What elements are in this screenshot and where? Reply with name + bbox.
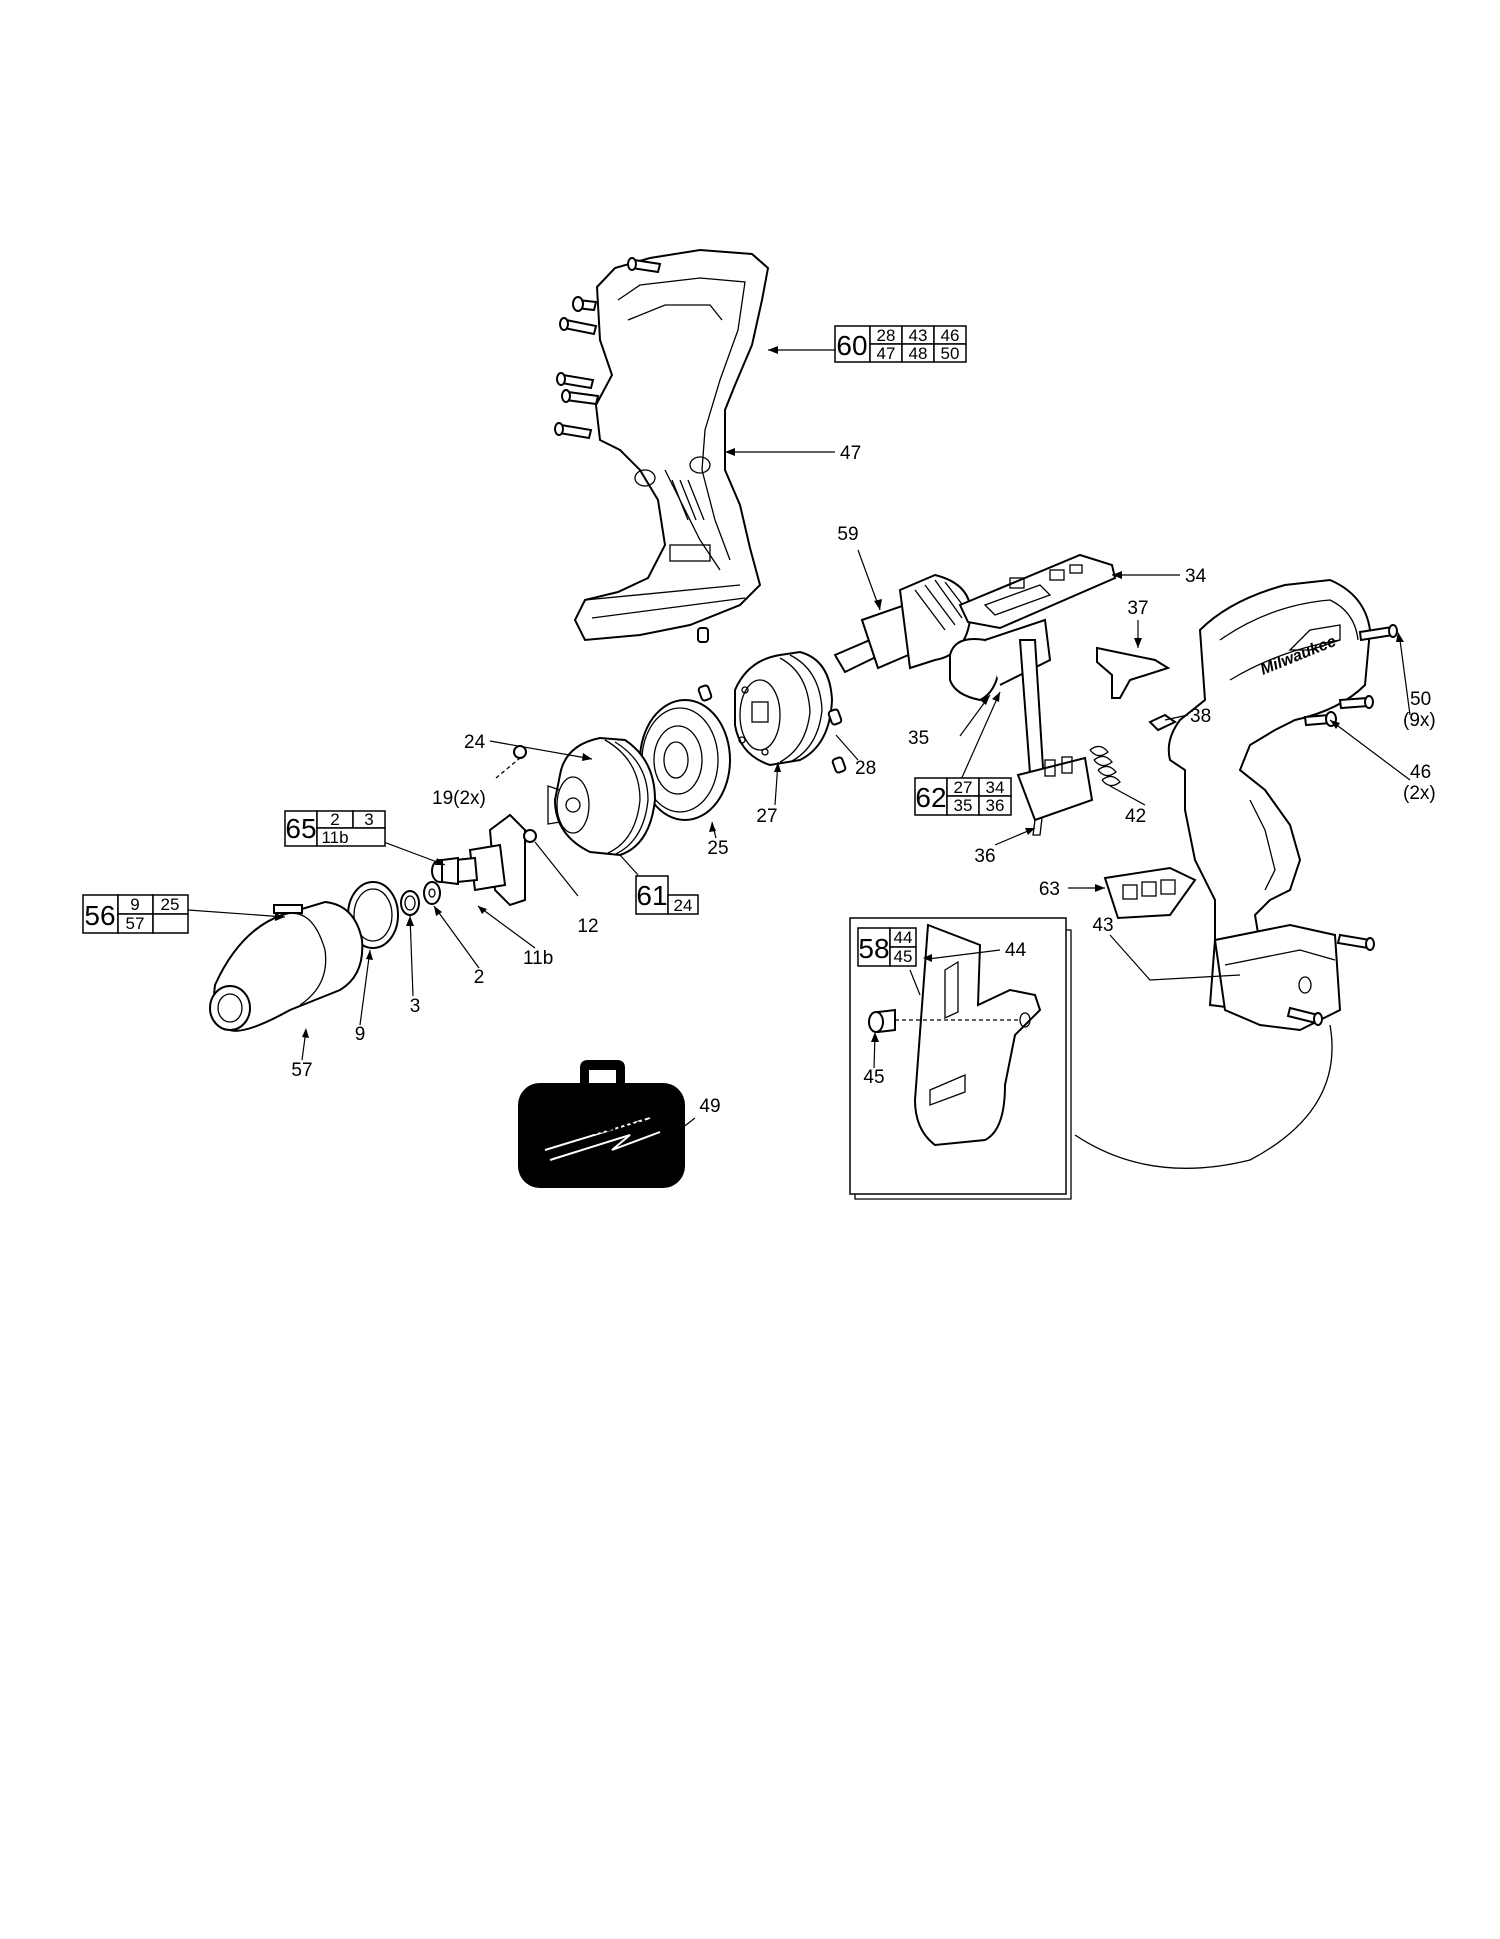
nose-cone-part [209, 900, 364, 1032]
carrying-case-part [518, 1060, 685, 1188]
label-62: 62 [915, 782, 946, 813]
label-9: 9 [355, 1024, 366, 1045]
hammer-part [547, 736, 657, 857]
label-19: 19(2x) [432, 788, 486, 809]
label-60: 60 [836, 330, 867, 361]
label-28: 28 [855, 758, 876, 779]
tool-screws-part [1286, 624, 1398, 1026]
fuel-gauge-part [1103, 866, 1197, 920]
label-65: 65 [285, 813, 316, 844]
label-27: 27 [756, 806, 777, 827]
label-58: 58 [858, 933, 889, 964]
label-60-sub: 47 [877, 344, 896, 363]
label-34: 34 [1185, 566, 1207, 587]
trigger-switch-part [949, 618, 1052, 801]
label-60-sub: 43 [909, 326, 928, 345]
label-62-sub: 35 [954, 796, 973, 815]
label-60-sub: 28 [877, 326, 896, 345]
label-35: 35 [908, 728, 929, 749]
clip-connector-line [1074, 1024, 1333, 1169]
assembled-tool-part [1167, 578, 1372, 1032]
anvil-part [431, 813, 526, 907]
label-57: 57 [291, 1060, 312, 1081]
label-38: 38 [1190, 706, 1211, 727]
spring-part [1089, 745, 1121, 787]
label-56-sub: 9 [130, 895, 139, 914]
label-46-qty: (2x) [1403, 783, 1436, 804]
label-60-sub: 50 [941, 344, 960, 363]
housing-screws-part [554, 257, 709, 643]
washers-part [400, 881, 441, 916]
label-56: 56 [84, 900, 115, 931]
steel-balls-part [495, 745, 537, 843]
label-45: 45 [863, 1067, 884, 1088]
switch-base-part [1016, 756, 1094, 836]
stator-part [734, 650, 834, 767]
label-61: 61 [636, 880, 667, 911]
label-12: 12 [577, 916, 598, 937]
label-60-sub: 48 [909, 344, 928, 363]
label-43: 43 [1092, 915, 1113, 936]
belt-clip-inset [849, 917, 1072, 1200]
label-50-qty: (9x) [1403, 710, 1436, 731]
part-labels: 60 28 43 46 47 48 50 47 59 34 37 50 (9x)… [82, 325, 1436, 1117]
label-65-sub: 2 [330, 810, 339, 829]
label-59: 59 [837, 524, 858, 545]
label-49: 49 [699, 1096, 720, 1117]
label-11b: 11b [523, 948, 553, 969]
label-60-sub: 46 [941, 326, 960, 345]
label-62-sub: 27 [954, 778, 973, 797]
direction-switch-part [1096, 646, 1177, 732]
label-61-sub: 24 [674, 896, 693, 915]
label-58-sub: 45 [894, 947, 913, 966]
housing-half-part [573, 248, 770, 642]
label-65-sub: 11b [321, 828, 348, 847]
label-62-sub: 34 [986, 778, 1005, 797]
label-50: 50 [1410, 689, 1431, 710]
bearing-plate-part [639, 699, 731, 821]
pcb-part [958, 553, 1117, 630]
label-37: 37 [1127, 598, 1148, 619]
label-58-sub: 44 [894, 928, 913, 947]
label-25: 25 [707, 838, 728, 859]
label-56-sub: 25 [161, 895, 180, 914]
pins-part [697, 684, 847, 774]
label-42: 42 [1125, 806, 1146, 827]
label-24: 24 [464, 732, 486, 753]
label-62-sub: 36 [986, 796, 1005, 815]
label-65-sub: 3 [364, 810, 373, 829]
rotor-part [833, 573, 972, 674]
label-36: 36 [974, 846, 995, 867]
label-3: 3 [410, 996, 421, 1017]
label-63: 63 [1039, 879, 1060, 900]
label-44: 44 [1005, 940, 1027, 961]
label-46: 46 [1410, 762, 1431, 783]
label-56-sub: 57 [126, 914, 145, 933]
leader-lines [187, 346, 1411, 1146]
label-2: 2 [474, 967, 485, 988]
label-47: 47 [840, 443, 861, 464]
